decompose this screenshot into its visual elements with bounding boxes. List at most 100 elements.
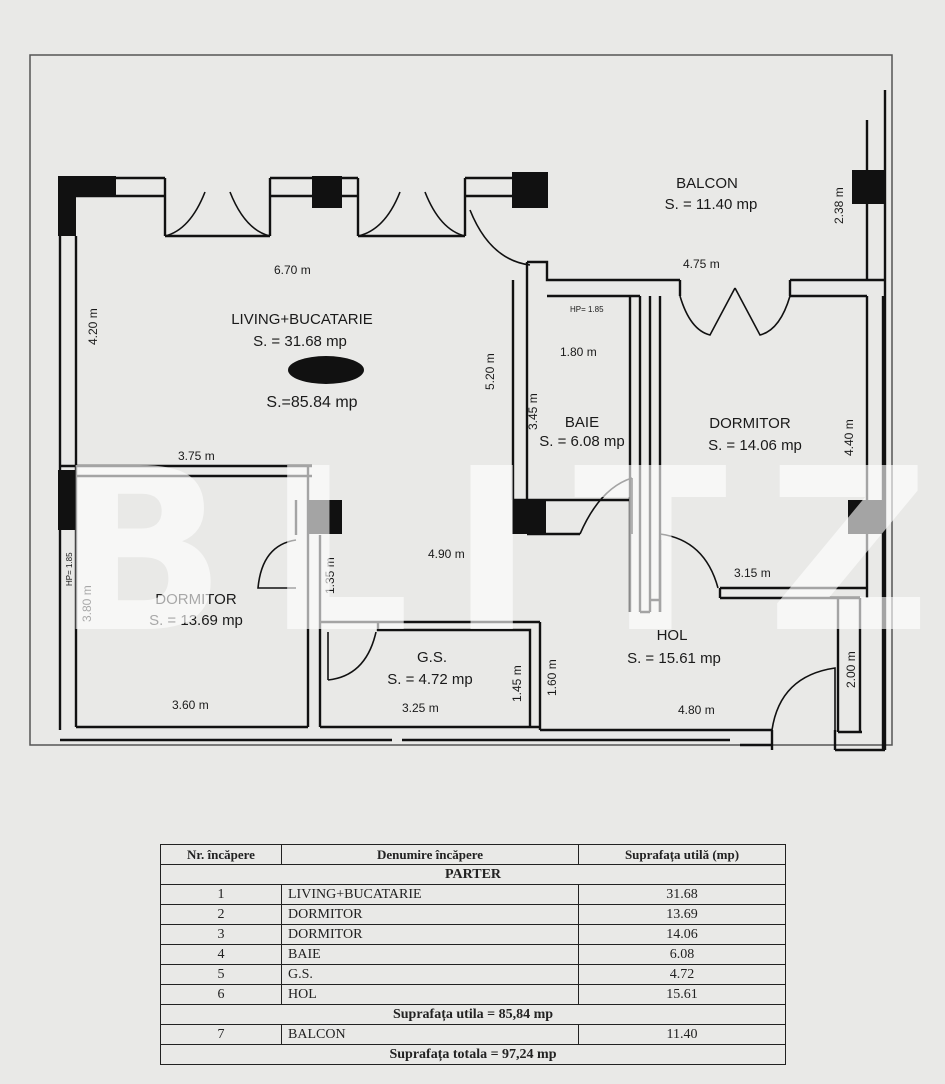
- label-living-area: S. = 31.68 mp: [253, 333, 347, 350]
- dim-2-00: 2.00 m: [844, 651, 858, 688]
- dim-4-40: 4.40 m: [842, 419, 856, 456]
- hp-baie: HP= 1.85: [570, 305, 604, 314]
- table-subtotal-row: Suprafața utila = 85,84 mp: [160, 1004, 786, 1025]
- door-living-2: [357, 191, 466, 237]
- label-dormitor-left-name: DORMITOR: [155, 591, 237, 608]
- cell-name: DORMITOR: [281, 924, 579, 945]
- grand-area-total: Suprafața totala = 97,24 mp: [160, 1044, 786, 1065]
- label-gs-name: G.S.: [417, 649, 447, 666]
- door-baie: [579, 477, 633, 535]
- floor-plan: BALCON S. = 11.40 mp LIVING+BUCATARIE S.…: [29, 54, 893, 752]
- dim-1-60: 1.60 m: [545, 659, 559, 696]
- pillar: [308, 500, 342, 534]
- wall-dormitor-left: [60, 464, 322, 727]
- wall-bottom: [76, 598, 862, 750]
- wall-baie: [513, 296, 662, 614]
- header-nr: Nr. încăpere: [160, 844, 282, 865]
- wall-right: [865, 120, 885, 750]
- dim-4-20: 4.20 m: [86, 308, 100, 345]
- section-parter: PARTER: [160, 864, 786, 885]
- cell-name: LIVING+BUCATARIE: [281, 884, 579, 905]
- header-name: Denumire încăpere: [281, 844, 579, 865]
- cell-name: DORMITOR: [281, 904, 579, 925]
- plan-frame: [29, 54, 893, 746]
- cell-name: BAIE: [281, 944, 579, 965]
- pillar: [312, 176, 342, 208]
- pillar: [848, 500, 882, 534]
- label-baie-area: S. = 6.08 mp: [539, 433, 624, 450]
- pillar: [58, 176, 76, 236]
- cell-area: 15.61: [578, 984, 786, 1005]
- table-total-row: Suprafața totala = 97,24 mp: [160, 1044, 786, 1065]
- dim-1-80: 1.80 m: [560, 345, 597, 359]
- label-balcon-name: BALCON: [676, 175, 738, 192]
- dim-3-15: 3.15 m: [734, 566, 771, 580]
- dim-4-75: 4.75 m: [683, 257, 720, 271]
- dim-4-90: 4.90 m: [428, 547, 465, 561]
- table-row: 1 LIVING+BUCATARIE 31.68: [160, 884, 786, 905]
- label-living-name: LIVING+BUCATARIE: [231, 311, 373, 328]
- table-row: 3 DORMITOR 14.06: [160, 924, 786, 945]
- wall-hol: [658, 540, 722, 612]
- dim-3-75: 3.75 m: [178, 449, 215, 463]
- label-total-area: S.=85.84 mp: [266, 394, 357, 411]
- cell-nr: 4: [160, 944, 282, 965]
- cell-nr: 3: [160, 924, 282, 945]
- dim-2-38: 2.38 m: [832, 187, 846, 224]
- redaction-mark: [288, 356, 364, 384]
- cell-nr: 6: [160, 984, 282, 1005]
- dim-1-35: 1.35 m: [323, 557, 337, 594]
- label-hol-area: S. = 15.61 mp: [627, 650, 721, 667]
- dim-5-20: 5.20 m: [483, 353, 497, 390]
- table-row: 7 BALCON 11.40: [160, 1024, 786, 1045]
- wall-bottom-outer: [60, 90, 887, 752]
- cell-name: HOL: [281, 984, 579, 1005]
- hp-dormitor-left: HP= 1.85: [65, 552, 74, 586]
- wall-top-living: [60, 176, 547, 238]
- table-section-row: PARTER: [160, 864, 786, 885]
- dim-4-80: 4.80 m: [678, 703, 715, 717]
- door-living-1: [164, 191, 271, 237]
- table-row: 4 BAIE 6.08: [160, 944, 786, 965]
- label-dormitor-right-name: DORMITOR: [709, 415, 791, 432]
- wall-dormitor-right: [720, 586, 866, 600]
- cell-nr: 5: [160, 964, 282, 985]
- pillar: [512, 172, 548, 208]
- door-dormitor-left: [257, 539, 297, 589]
- pillar: [512, 500, 546, 534]
- dim-3-45: 3.45 m: [526, 393, 540, 430]
- header-area: Suprafața utilă (mp): [578, 844, 786, 865]
- dim-6-70: 6.70 m: [274, 263, 311, 277]
- cell-nr: 1: [160, 884, 282, 905]
- rooms-table: Nr. încăpere Denumire încăpere Suprafața…: [160, 844, 786, 1065]
- cell-area: 31.68: [578, 884, 786, 905]
- dim-3-80: 3.80 m: [80, 585, 94, 622]
- table-row: 2 DORMITOR 13.69: [160, 904, 786, 925]
- cell-name: BALCON: [281, 1024, 579, 1045]
- dim-1-45: 1.45 m: [510, 665, 524, 702]
- cell-area: 13.69: [578, 904, 786, 925]
- door-balcon-exit: [469, 209, 531, 266]
- wall-outer-left: [58, 178, 78, 730]
- wall-balcon-bottom: [511, 260, 885, 500]
- pillar: [58, 470, 76, 530]
- door-dormitor-right: [659, 533, 719, 589]
- cell-area: 14.06: [578, 924, 786, 945]
- wall-gs: [320, 620, 540, 727]
- door-gs: [327, 631, 377, 681]
- cell-nr: 7: [160, 1024, 282, 1045]
- table-row: 6 HOL 15.61: [160, 984, 786, 1005]
- dim-3-60: 3.60 m: [172, 698, 209, 712]
- table-header-row: Nr. încăpere Denumire încăpere Suprafața…: [160, 844, 786, 865]
- label-baie-name: BAIE: [565, 414, 599, 431]
- dim-3-25: 3.25 m: [402, 701, 439, 715]
- cell-area: 4.72: [578, 964, 786, 985]
- cell-area: 11.40: [578, 1024, 786, 1045]
- label-gs-area: S. = 4.72 mp: [387, 671, 472, 688]
- cell-area: 6.08: [578, 944, 786, 965]
- label-dormitor-right-area: S. = 14.06 mp: [708, 437, 802, 454]
- door-entrance: [771, 667, 836, 731]
- label-balcon-area: S. = 11.40 mp: [665, 196, 758, 213]
- label-hol-name: HOL: [657, 627, 688, 644]
- useful-area-total: Suprafața utila = 85,84 mp: [160, 1004, 786, 1025]
